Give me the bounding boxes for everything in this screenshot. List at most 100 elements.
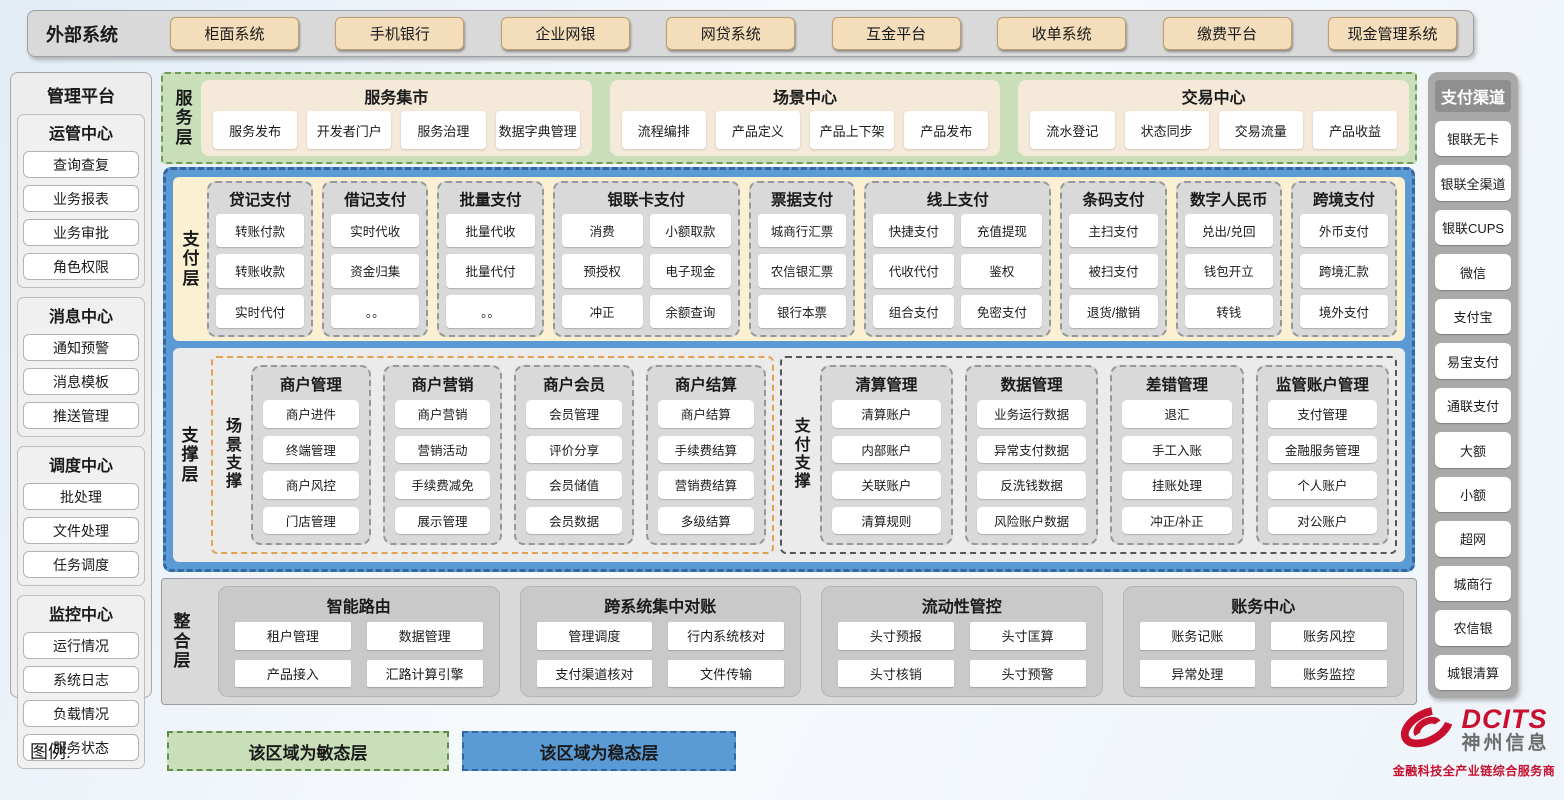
item-button[interactable]: 负载情况 bbox=[23, 700, 139, 727]
item-button[interactable]: 会员管理 bbox=[526, 400, 623, 428]
item-button[interactable]: 异常支付数据 bbox=[977, 435, 1087, 463]
item-button[interactable]: 银联无卡 bbox=[1435, 121, 1511, 157]
item-button[interactable]: 管理调度 bbox=[536, 622, 653, 650]
item-button[interactable]: 头寸预报 bbox=[838, 622, 954, 650]
item-button[interactable]: 冲正 bbox=[561, 294, 643, 328]
item-button[interactable]: 转账付款 bbox=[216, 214, 305, 248]
item-button[interactable]: 缴费平台 bbox=[1162, 17, 1292, 50]
item-button[interactable]: 业务审批 bbox=[23, 219, 139, 246]
item-button[interactable]: 产品上下架 bbox=[810, 111, 895, 149]
item-button[interactable]: 系统日志 bbox=[23, 666, 139, 693]
item-button[interactable]: 批处理 bbox=[23, 483, 139, 510]
item-button[interactable]: 产品接入 bbox=[235, 659, 351, 687]
item-button[interactable]: 交易流量 bbox=[1218, 111, 1303, 149]
item-button[interactable]: 组合支付 bbox=[873, 294, 955, 328]
item-button[interactable]: 退汇 bbox=[1122, 400, 1232, 428]
item-button[interactable]: 主扫支付 bbox=[1069, 214, 1158, 248]
item-button[interactable]: 余额查询 bbox=[649, 294, 731, 328]
item-button[interactable]: 终端管理 bbox=[263, 435, 359, 463]
item-button[interactable]: 小额取款 bbox=[649, 214, 731, 248]
item-button[interactable]: 营销活动 bbox=[394, 435, 491, 463]
item-button[interactable]: 超网 bbox=[1435, 521, 1511, 557]
item-button[interactable]: 产品收益 bbox=[1312, 111, 1398, 149]
item-button[interactable]: 推送管理 bbox=[23, 402, 139, 429]
item-button[interactable]: 手续费减免 bbox=[394, 471, 491, 499]
item-button[interactable]: 退货/撤销 bbox=[1069, 294, 1158, 328]
item-button[interactable]: 支付渠道核对 bbox=[536, 659, 653, 687]
item-button[interactable]: 产品发布 bbox=[904, 111, 989, 149]
item-button[interactable]: 预授权 bbox=[561, 254, 643, 288]
item-button[interactable]: 被扫支付 bbox=[1069, 254, 1158, 288]
item-button[interactable]: 城银清算 bbox=[1435, 654, 1511, 691]
item-button[interactable]: 运行情况 bbox=[23, 632, 139, 659]
item-button[interactable]: 。。 bbox=[331, 294, 420, 328]
item-button[interactable]: 消费 bbox=[561, 214, 643, 248]
item-button[interactable]: 银联CUPS bbox=[1435, 209, 1511, 246]
item-button[interactable]: 展示管理 bbox=[394, 506, 491, 534]
item-button[interactable]: 鉴权 bbox=[961, 254, 1043, 288]
item-button[interactable]: 行内系统核对 bbox=[668, 622, 784, 650]
item-button[interactable]: 清算规则 bbox=[831, 506, 941, 534]
item-button[interactable]: 会员数据 bbox=[526, 506, 623, 534]
item-button[interactable]: 手机银行 bbox=[335, 17, 465, 50]
item-button[interactable]: 银行本票 bbox=[757, 294, 847, 328]
item-button[interactable]: 文件处理 bbox=[23, 517, 139, 544]
item-button[interactable]: 钱包开立 bbox=[1184, 254, 1273, 288]
item-button[interactable]: 商户风控 bbox=[263, 471, 359, 499]
item-button[interactable]: 对公账户 bbox=[1267, 506, 1377, 534]
item-button[interactable]: 支付宝 bbox=[1435, 298, 1511, 335]
item-button[interactable]: 企业网银 bbox=[500, 17, 630, 50]
item-button[interactable]: 易宝支付 bbox=[1435, 343, 1511, 379]
item-button[interactable]: 冲正/补正 bbox=[1122, 506, 1232, 534]
item-button[interactable]: 角色权限 bbox=[23, 253, 139, 280]
item-button[interactable]: 电子现金 bbox=[649, 254, 731, 288]
item-button[interactable]: 关联账户 bbox=[831, 471, 941, 499]
item-button[interactable]: 转账收款 bbox=[216, 254, 305, 288]
item-button[interactable]: 批量代收 bbox=[446, 214, 535, 248]
item-button[interactable]: 会员储值 bbox=[526, 471, 623, 499]
item-button[interactable]: 营销费结算 bbox=[658, 471, 754, 499]
item-button[interactable]: 账务监控 bbox=[1271, 659, 1387, 687]
item-button[interactable]: 账务风控 bbox=[1271, 622, 1387, 650]
item-button[interactable]: 小额 bbox=[1435, 476, 1511, 513]
item-button[interactable]: 境外支付 bbox=[1299, 294, 1389, 328]
item-button[interactable]: 业务运行数据 bbox=[977, 400, 1087, 428]
item-button[interactable]: 银联全渠道 bbox=[1435, 165, 1511, 201]
item-button[interactable]: 租户管理 bbox=[235, 622, 351, 650]
item-button[interactable]: 现金管理系统 bbox=[1327, 17, 1457, 50]
item-button[interactable]: 风险账户数据 bbox=[977, 506, 1087, 534]
item-button[interactable]: 商户营销 bbox=[394, 400, 491, 428]
item-button[interactable]: 开发者门户 bbox=[307, 111, 392, 149]
item-button[interactable]: 业务报表 bbox=[23, 185, 139, 212]
item-button[interactable]: 柜面系统 bbox=[170, 17, 299, 50]
item-button[interactable]: 服务状态 bbox=[23, 734, 139, 761]
item-button[interactable]: 互金平台 bbox=[831, 17, 961, 50]
item-button[interactable]: 数据管理 bbox=[366, 622, 483, 650]
item-button[interactable]: 服务治理 bbox=[401, 111, 486, 149]
item-button[interactable]: 金融服务管理 bbox=[1267, 435, 1377, 463]
item-button[interactable]: 个人账户 bbox=[1267, 471, 1377, 499]
item-button[interactable]: 清算账户 bbox=[831, 400, 941, 428]
item-button[interactable]: 账务记账 bbox=[1139, 622, 1256, 650]
item-button[interactable]: 汇路计算引擎 bbox=[366, 659, 483, 687]
item-button[interactable]: 手工入账 bbox=[1122, 435, 1232, 463]
item-button[interactable]: 通知预警 bbox=[23, 334, 139, 361]
item-button[interactable]: 支付管理 bbox=[1267, 400, 1377, 428]
item-button[interactable]: 商户结算 bbox=[658, 400, 754, 428]
item-button[interactable]: 异常处理 bbox=[1139, 659, 1256, 687]
item-button[interactable]: 流水登记 bbox=[1030, 111, 1115, 149]
item-button[interactable]: 实时代收 bbox=[331, 214, 420, 248]
item-button[interactable]: 文件传输 bbox=[668, 659, 784, 687]
item-button[interactable]: 快捷支付 bbox=[873, 214, 955, 248]
item-button[interactable]: 状态同步 bbox=[1124, 111, 1209, 149]
item-button[interactable]: 头寸匡算 bbox=[969, 622, 1086, 650]
item-button[interactable]: 任务调度 bbox=[23, 551, 139, 578]
item-button[interactable]: 反洗钱数据 bbox=[977, 471, 1087, 499]
item-button[interactable]: 转钱 bbox=[1184, 294, 1273, 328]
item-button[interactable]: 。。 bbox=[446, 294, 535, 328]
item-button[interactable]: 通联支付 bbox=[1435, 387, 1511, 424]
item-button[interactable]: 流程编排 bbox=[621, 111, 706, 149]
item-button[interactable]: 城商行 bbox=[1435, 565, 1511, 602]
item-button[interactable]: 评价分享 bbox=[526, 435, 623, 463]
item-button[interactable]: 挂账处理 bbox=[1122, 471, 1232, 499]
